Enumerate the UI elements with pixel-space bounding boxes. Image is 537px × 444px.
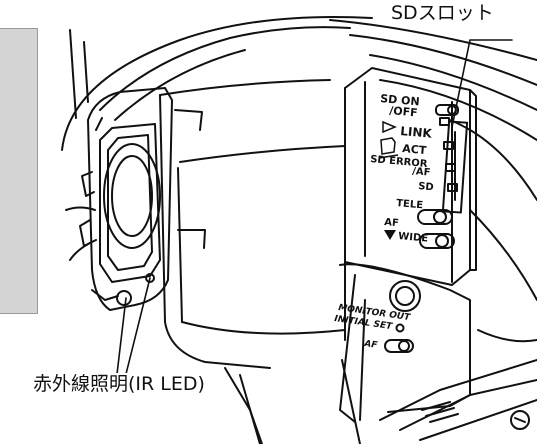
lower-bracket [339,263,471,413]
label-sd-on: SD ON [380,92,420,108]
sd-slot-leader [451,39,513,128]
camera-lens [103,143,161,249]
sd-on-off-toggle [435,104,459,116]
lens-barrel [159,94,271,369]
label-tele: TELE [396,198,424,211]
label-act: ACT [402,142,428,157]
focus-arrow-icon [384,230,396,240]
housing-outline [61,15,373,151]
ir-led-dot [116,290,132,306]
wide-button [419,233,455,249]
label-sd-error-af: /AF [412,166,431,179]
label-wide: WIDE [398,231,429,245]
side-note-panel [0,28,38,314]
link-icon [382,120,397,134]
label-sd-error: SD ERROR [370,154,428,170]
label-af-lower: AF [363,339,379,351]
label-sd-off: /OFF [389,104,418,119]
label-sd: SD [418,181,434,193]
ir-led-leader [116,277,151,375]
monitor-out-port [389,280,421,312]
control-panel-frame [344,67,471,286]
label-af: AF [384,217,399,229]
callout-ir-led: 赤外線照明(IR LED) [31,373,207,395]
label-link: LINK [400,124,433,141]
initial-set-button [395,323,405,333]
af-button [384,339,414,353]
sd-card-icon [378,137,399,159]
callout-sd-slot: SDスロット [389,2,496,24]
tele-button [417,209,453,225]
